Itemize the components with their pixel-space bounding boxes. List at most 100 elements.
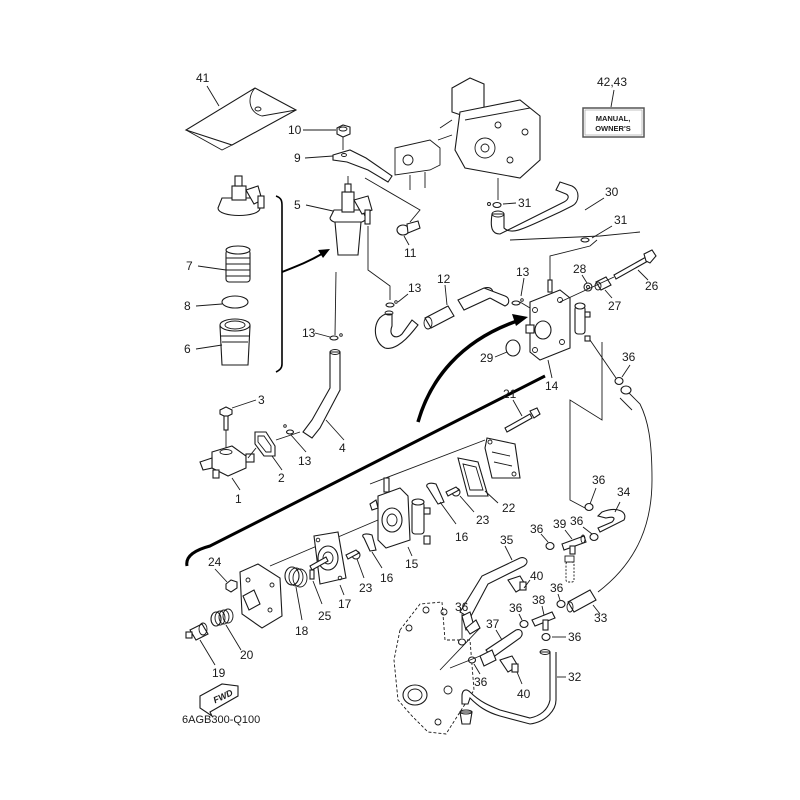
- callout-23a[interactable]: 23: [476, 513, 490, 527]
- part-36-clip-b[interactable]: [545, 541, 555, 551]
- part-16-valve-a[interactable]: [426, 482, 445, 505]
- part-40-clamp-lower[interactable]: [499, 655, 519, 673]
- callout-13c[interactable]: 13: [516, 265, 530, 279]
- part-29-o-ring[interactable]: [505, 339, 521, 357]
- part-8-o-ring[interactable]: [221, 295, 249, 309]
- part-18-spring[interactable]: [284, 566, 308, 588]
- callout-16b[interactable]: 16: [380, 571, 394, 585]
- part-33-hose-end[interactable]: [566, 589, 597, 613]
- callout-11[interactable]: 11: [404, 246, 417, 260]
- callout-2[interactable]: 2: [278, 471, 285, 485]
- part-19-plunger[interactable]: [185, 622, 209, 641]
- part-37-hose[interactable]: [479, 629, 523, 667]
- part-27-collar[interactable]: [594, 276, 612, 291]
- part-36-clip-e[interactable]: [556, 599, 566, 609]
- part-36-clip-d[interactable]: [584, 502, 594, 512]
- part-13-clip-a[interactable]: [329, 333, 343, 341]
- callout-27[interactable]: 27: [608, 299, 622, 313]
- part-7-filter-element[interactable]: [225, 245, 251, 283]
- callout-14[interactable]: 14: [545, 379, 559, 393]
- part-10-nut[interactable]: [336, 124, 351, 138]
- part-21-bolt[interactable]: [504, 407, 541, 433]
- callout-17[interactable]: 17: [338, 597, 352, 611]
- part-36-clip-c[interactable]: [589, 532, 599, 542]
- callout-4[interactable]: 4: [339, 441, 346, 455]
- callout-7[interactable]: 7: [186, 259, 193, 273]
- callout-36c[interactable]: 36: [570, 514, 584, 528]
- callout-23b[interactable]: 23: [359, 581, 373, 595]
- part-1-fuel-joint[interactable]: [199, 445, 255, 479]
- part-20-spring[interactable]: [210, 608, 234, 627]
- part-2-gasket[interactable]: [254, 431, 276, 457]
- part-31-clip-lower[interactable]: [580, 237, 590, 243]
- callout-36h[interactable]: 36: [455, 600, 469, 614]
- callout-12[interactable]: 12: [437, 272, 451, 286]
- part-9-bracket[interactable]: [332, 149, 393, 183]
- part-26-bolt[interactable]: [613, 249, 657, 280]
- callout-31-lower[interactable]: 31: [614, 213, 628, 227]
- part-35-hose[interactable]: [459, 557, 528, 619]
- callout-36b[interactable]: 36: [530, 522, 544, 536]
- part-30-hose[interactable]: [490, 181, 579, 235]
- callout-1[interactable]: 1: [235, 492, 242, 506]
- callout-42-43[interactable]: 42,43: [597, 75, 627, 89]
- part-36-clip-a[interactable]: [614, 376, 624, 386]
- part-31-clip-upper[interactable]: [487, 201, 502, 209]
- part-28-washer[interactable]: [583, 282, 593, 292]
- callout-9[interactable]: 9: [294, 151, 301, 165]
- callout-36f[interactable]: 36: [509, 601, 523, 615]
- callout-8[interactable]: 8: [184, 299, 191, 313]
- callout-3[interactable]: 3: [258, 393, 265, 407]
- callout-16a[interactable]: 16: [455, 530, 469, 544]
- part-15-pump-body[interactable]: [369, 477, 431, 549]
- callout-5[interactable]: 5: [294, 198, 301, 212]
- part-38-joint[interactable]: [531, 611, 556, 631]
- callout-36a[interactable]: 36: [622, 350, 636, 364]
- callout-13a[interactable]: 13: [302, 326, 316, 340]
- part-3-bolt[interactable]: [219, 406, 233, 431]
- part-36-clip-h[interactable]: [457, 638, 467, 646]
- part-32-hose[interactable]: [461, 649, 557, 725]
- callout-36g[interactable]: 36: [568, 630, 582, 644]
- part-40-clamp-upper[interactable]: [507, 575, 527, 593]
- callout-20[interactable]: 20: [240, 648, 254, 662]
- callout-30[interactable]: 30: [605, 185, 619, 199]
- owners-manual-box[interactable]: MANUAL, OWNER'S: [582, 107, 645, 138]
- part-13-clip-d[interactable]: [283, 424, 295, 435]
- callout-13d[interactable]: 13: [298, 454, 312, 468]
- callout-33[interactable]: 33: [594, 611, 608, 625]
- callout-21[interactable]: 21: [503, 387, 517, 401]
- part-41-tool-pouch[interactable]: [184, 87, 298, 151]
- part-5-fuel-filter[interactable]: [329, 183, 373, 256]
- callout-25[interactable]: 25: [318, 609, 332, 623]
- part-22-gasket[interactable]: [457, 457, 489, 497]
- callout-24[interactable]: 24: [208, 555, 222, 569]
- callout-15[interactable]: 15: [405, 557, 419, 571]
- callout-31-upper[interactable]: 31: [518, 196, 532, 210]
- part-34-hose[interactable]: [596, 509, 626, 533]
- callout-35[interactable]: 35: [500, 533, 514, 547]
- callout-28[interactable]: 28: [573, 262, 587, 276]
- callout-41[interactable]: 41: [196, 71, 210, 85]
- callout-36i[interactable]: 36: [474, 675, 488, 689]
- callout-6[interactable]: 6: [184, 342, 191, 356]
- callout-19[interactable]: 19: [212, 666, 226, 680]
- callout-32[interactable]: 32: [568, 670, 582, 684]
- callout-34[interactable]: 34: [617, 485, 631, 499]
- part-14-fuel-pump[interactable]: [525, 279, 591, 361]
- callout-38[interactable]: 38: [532, 593, 546, 607]
- callout-40a[interactable]: 40: [530, 569, 544, 583]
- part-24-nut[interactable]: [225, 579, 238, 593]
- part-11-screw[interactable]: [396, 220, 421, 236]
- part-13-clip-b[interactable]: [385, 300, 398, 308]
- callout-40b[interactable]: 40: [517, 687, 531, 701]
- part-4-hose[interactable]: [302, 349, 341, 439]
- part-17-diaphragm[interactable]: [309, 531, 347, 585]
- callout-22[interactable]: 22: [502, 501, 516, 515]
- part-25-pin[interactable]: [309, 569, 315, 580]
- callout-36d[interactable]: 36: [592, 473, 606, 487]
- part-36-clip-f[interactable]: [519, 619, 529, 629]
- part-13-clip-c[interactable]: [511, 298, 524, 306]
- callout-39[interactable]: 39: [553, 517, 567, 531]
- callout-26[interactable]: 26: [645, 279, 659, 293]
